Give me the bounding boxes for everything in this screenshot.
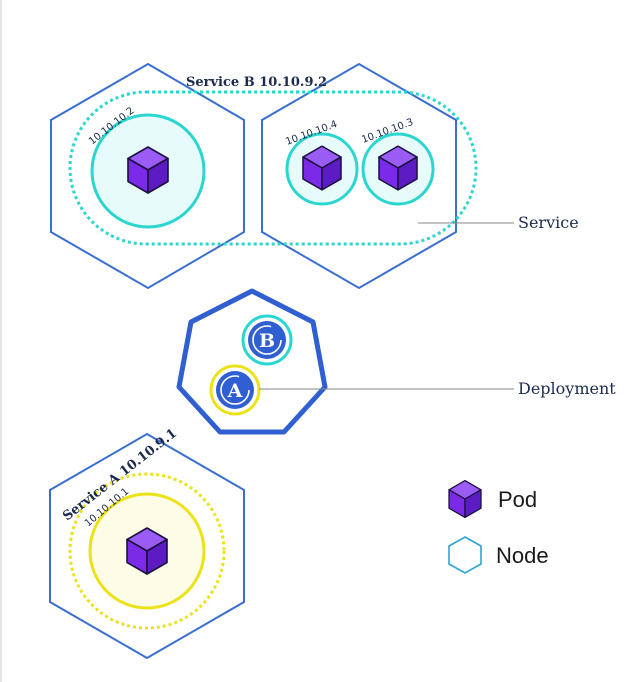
deployment-b-refresh-icon (252, 325, 282, 355)
legend-pod-icon (448, 479, 482, 519)
legend-node-icon (448, 536, 482, 574)
deployment-b-ring (241, 314, 293, 366)
service-b-label: Service B 10.10.9.2 (186, 75, 327, 90)
deployment-a-letter: A (227, 380, 243, 402)
service-b-boundary (68, 90, 478, 246)
legend-node-label: Node (496, 543, 549, 568)
service-a-boundary (68, 472, 226, 630)
service-callout-label: Service (518, 213, 579, 232)
deployment-b-letter: B (259, 330, 275, 352)
legend-pod-label: Pod (498, 487, 537, 512)
deployment-a-refresh-icon (220, 375, 250, 405)
deployment-callout-label: Deployment (518, 379, 616, 398)
deployment-a-ring (209, 364, 261, 416)
node-hexagon-right (261, 62, 457, 290)
deployment-heptagon (176, 288, 328, 435)
left-edge-line (0, 0, 2, 682)
